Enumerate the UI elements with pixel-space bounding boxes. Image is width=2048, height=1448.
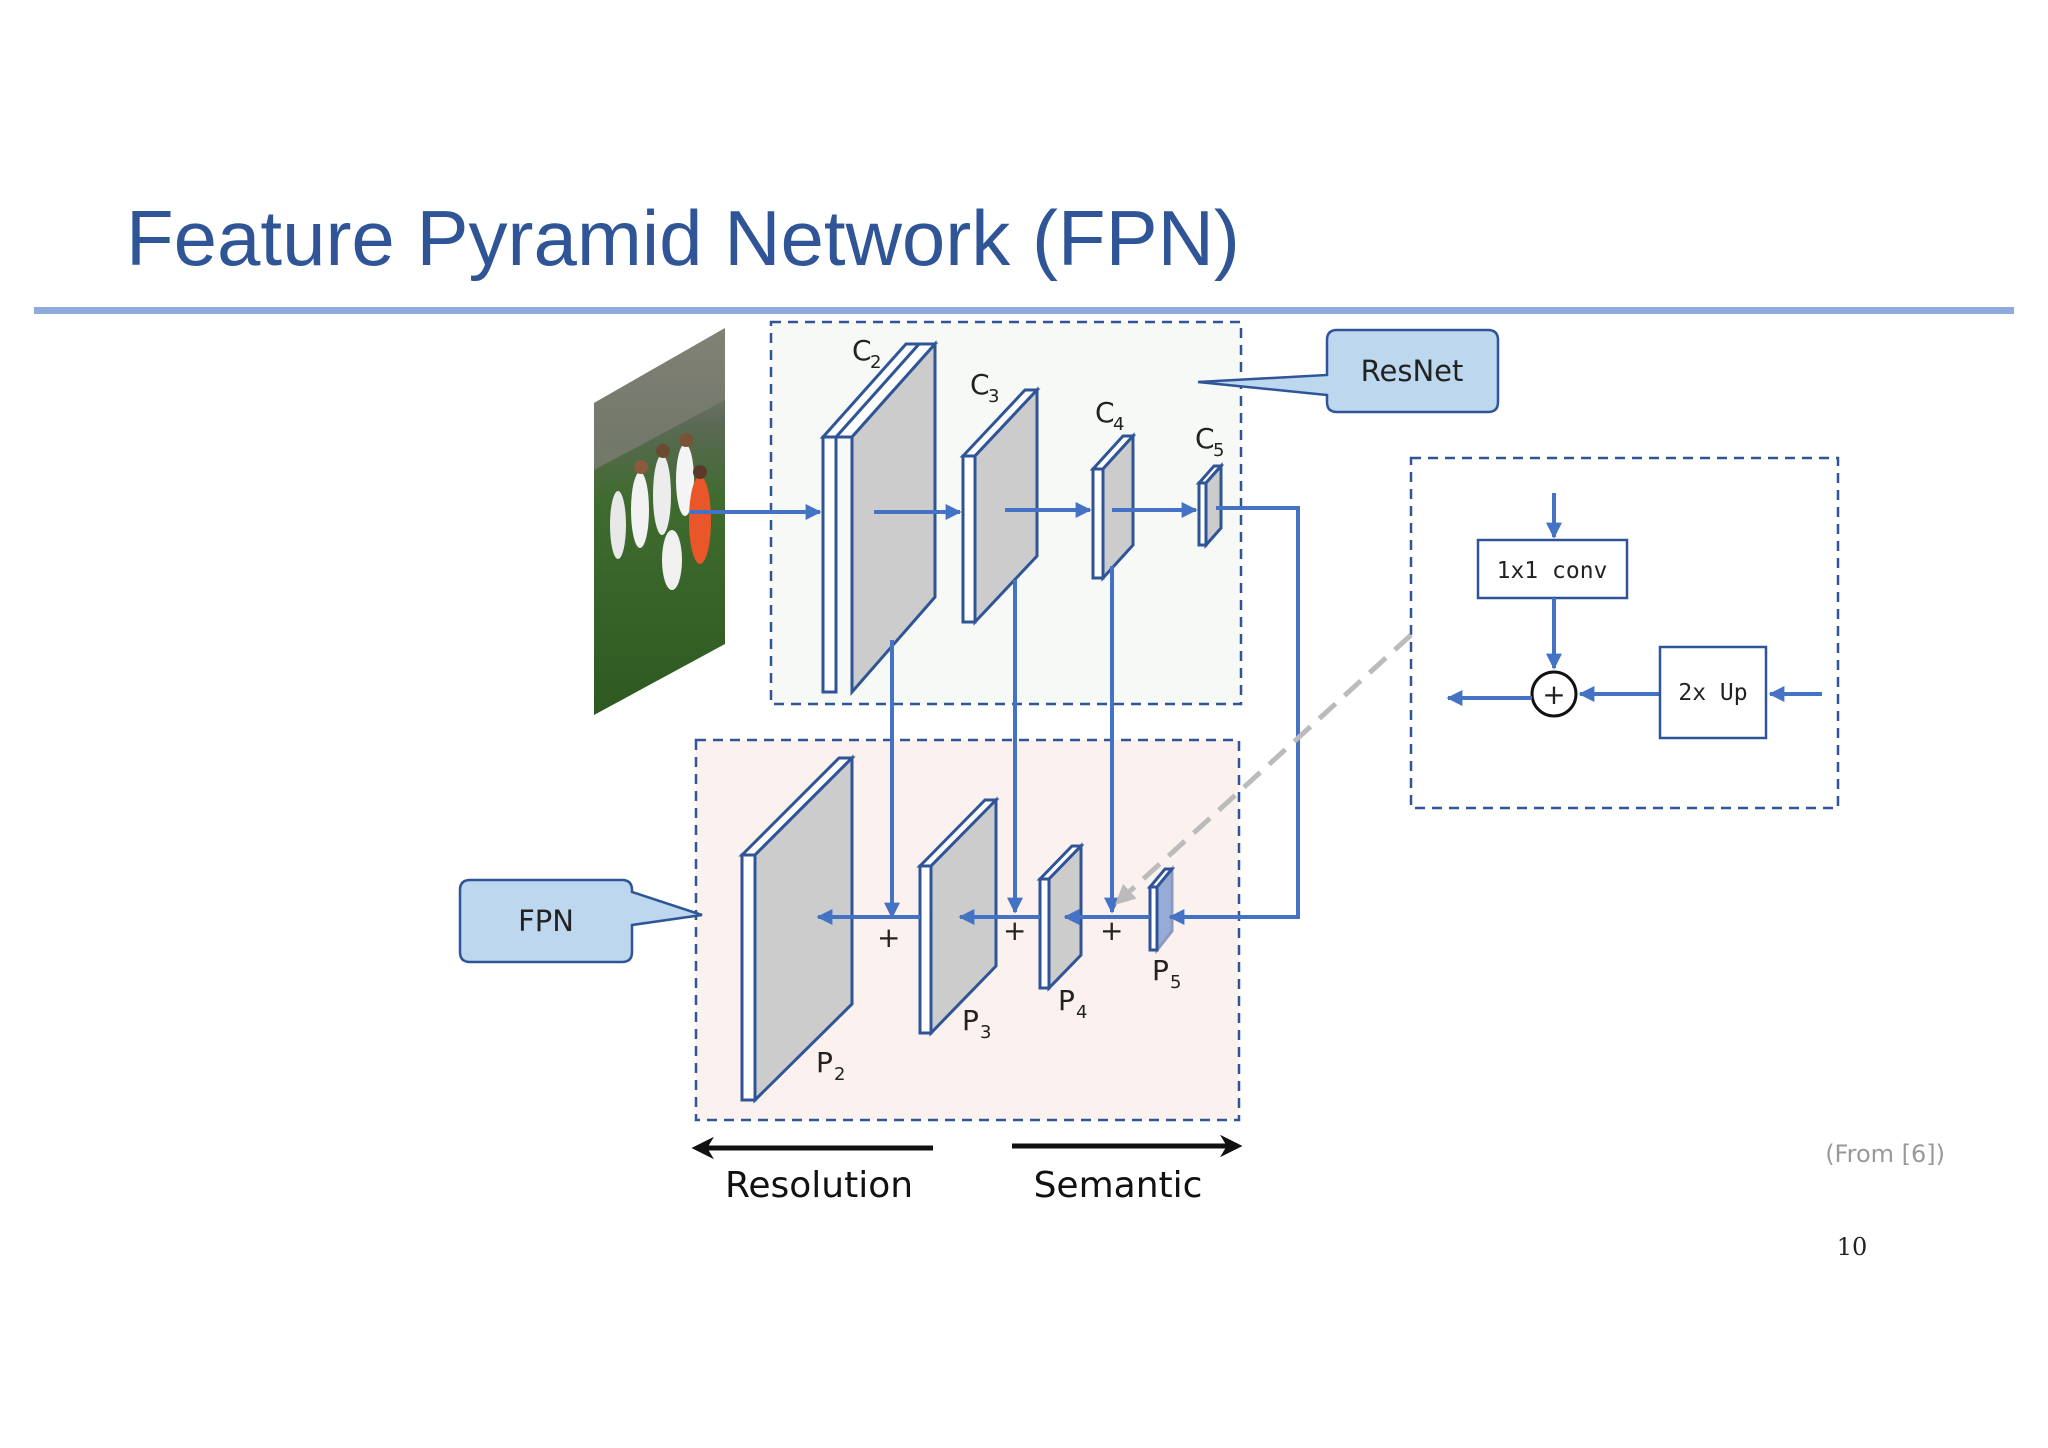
upsample-box [1658, 645, 1768, 740]
svg-text:C: C [1095, 396, 1115, 429]
bottom-up-arrows [690, 502, 1198, 520]
source-note: (From [6]) [1825, 1140, 1945, 1168]
label-p4: P 4 [1058, 984, 1087, 1023]
label-c2: C 2 [852, 334, 881, 373]
resnet-callout: ResNet [1197, 328, 1500, 414]
block-c2 [819, 340, 939, 696]
block-c3 [959, 386, 1041, 626]
svg-text:C: C [970, 368, 990, 401]
svg-text:C: C [852, 334, 872, 367]
svg-text:3: 3 [988, 386, 999, 407]
svg-text:P: P [1152, 954, 1169, 987]
slide-title: Feature Pyramid Network (FPN) [126, 194, 1240, 282]
label-p5: P 5 [1152, 954, 1181, 993]
fpn-callout-text: FPN [518, 904, 574, 938]
semantic-label: Semantic [1034, 1165, 1203, 1206]
label-p3: P 3 [962, 1004, 991, 1043]
block-c5 [1195, 462, 1225, 549]
svg-text:5: 5 [1213, 440, 1224, 461]
svg-text:3: 3 [980, 1022, 991, 1043]
label-c3: C 3 [970, 368, 999, 407]
sum-node-symbol: + [1542, 678, 1565, 711]
plus-sign-p3: + [1003, 914, 1026, 947]
label-c4: C 4 [1095, 396, 1124, 435]
block-p2 [738, 754, 856, 1104]
plus-sign-p4: + [1100, 914, 1123, 947]
label-c5: C 5 [1195, 422, 1224, 461]
svg-text:P: P [962, 1004, 979, 1037]
lateral-connections [884, 506, 1300, 925]
resolution-label: Resolution [725, 1165, 913, 1206]
page-number: 10 [1837, 1233, 1868, 1261]
title-rule [34, 307, 2014, 314]
svg-text:5: 5 [1170, 972, 1181, 993]
svg-text:P: P [816, 1046, 833, 1079]
upsample-box-label: 2x Up [1678, 680, 1747, 706]
detail-region [1409, 456, 1840, 810]
svg-text:4: 4 [1076, 1002, 1087, 1023]
svg-text:2: 2 [870, 352, 881, 373]
svg-text:P: P [1058, 984, 1075, 1017]
sum-node [1530, 670, 1578, 718]
label-p2: P 2 [816, 1046, 845, 1085]
plus-sign-p2: + [877, 921, 900, 954]
svg-text:4: 4 [1113, 414, 1124, 435]
conv-box-label: 1x1 conv [1497, 558, 1608, 584]
svg-text:2: 2 [834, 1064, 845, 1085]
fpn-callout: FPN [458, 878, 703, 964]
svg-text:C: C [1195, 422, 1215, 455]
detail-diagram: 1x1 conv + 2x Up [1446, 493, 1822, 740]
input-image [594, 328, 725, 715]
conv-box [1476, 538, 1629, 600]
resnet-callout-text: ResNet [1361, 354, 1464, 388]
block-c4 [1089, 432, 1137, 582]
